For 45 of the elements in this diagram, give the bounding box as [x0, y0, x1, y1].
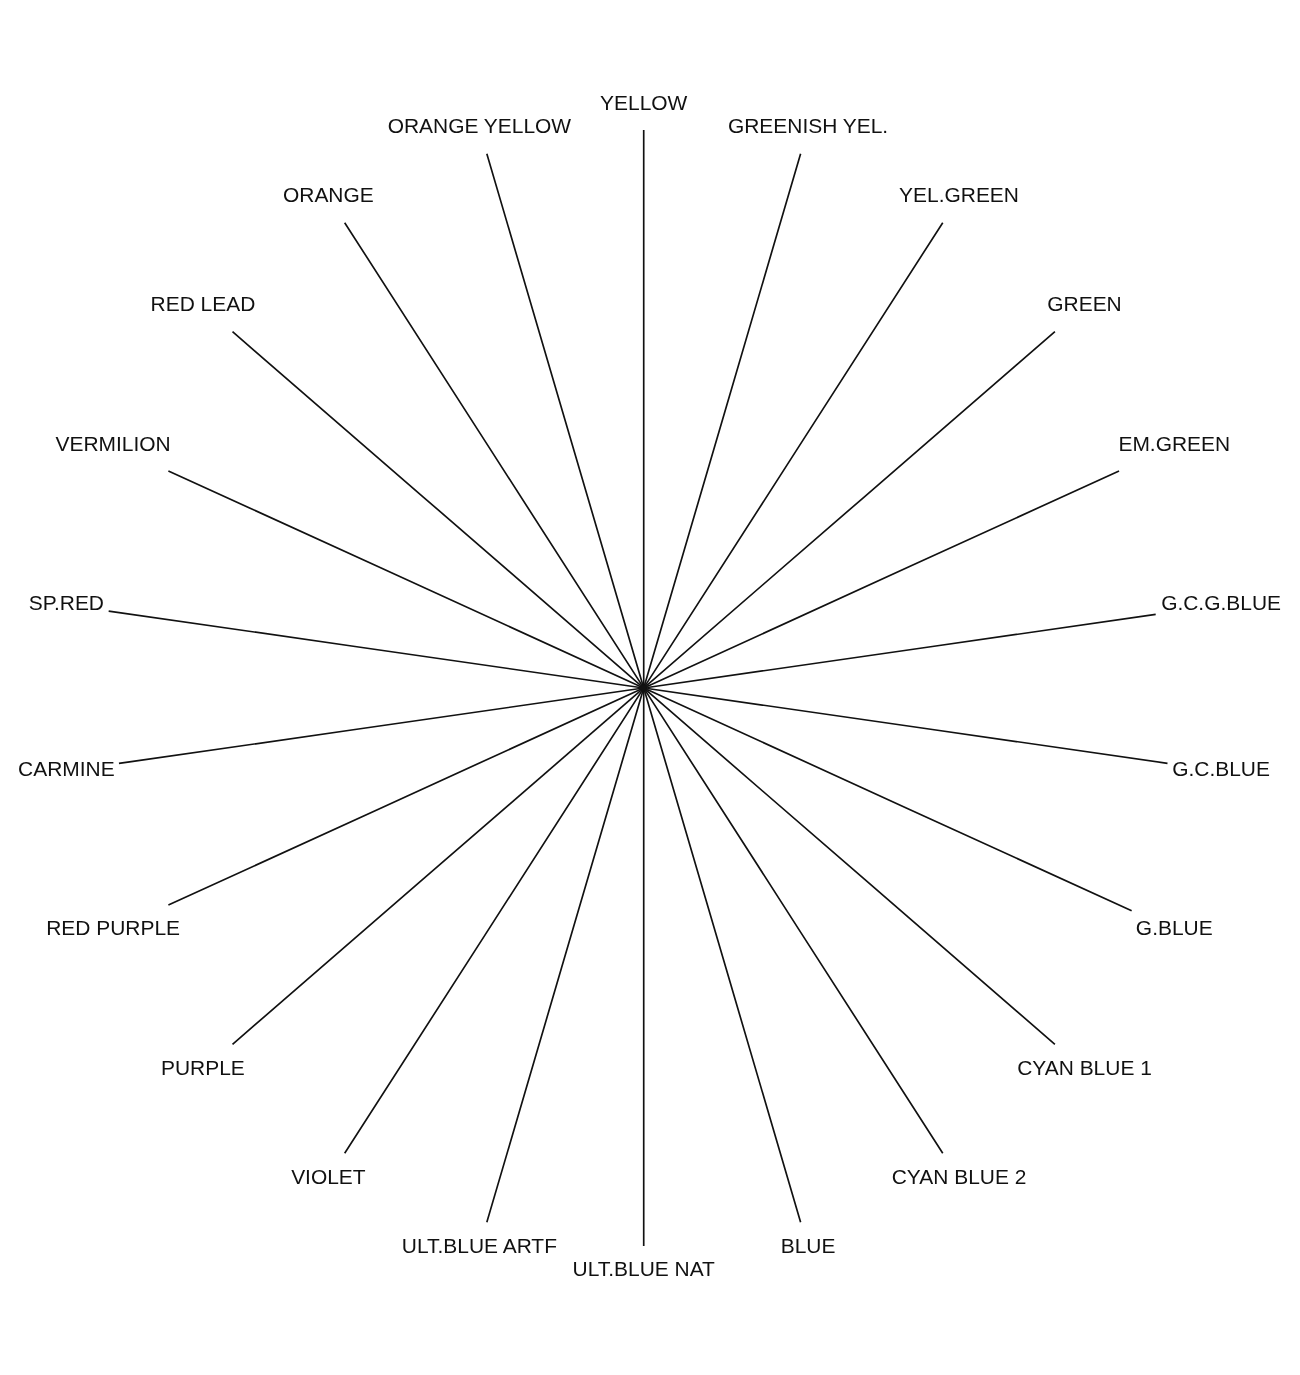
node-text: CYAN BLUE 2: [891, 1164, 1027, 1188]
node-text: GREENISH YEL.: [727, 113, 889, 137]
connector: [643, 152, 802, 685]
node-text: VERMILION: [55, 431, 171, 455]
connector: [118, 687, 641, 764]
node-text: BLUE: [780, 1233, 836, 1257]
node-text: ORANGE YELLOW: [387, 113, 572, 137]
node-text: G.C.BLUE: [1172, 756, 1270, 780]
connector: [645, 689, 1056, 1045]
node-text: CARMINE: [18, 756, 115, 780]
node-text: CYAN BLUE 1: [1017, 1055, 1152, 1079]
connector: [167, 469, 642, 687]
connector: [645, 330, 1056, 686]
node-text: ULT.BLUE ARTF: [401, 1233, 557, 1257]
node-text: G.C.G.BLUE: [1161, 590, 1281, 614]
connector: [644, 221, 944, 686]
node-text: RED LEAD: [150, 291, 256, 315]
connector: [646, 613, 1157, 688]
connector: [643, 690, 802, 1223]
connector: [646, 469, 1120, 687]
connector: [486, 152, 644, 685]
connector: [231, 330, 642, 686]
node-text: VIOLET: [291, 1164, 366, 1188]
connector: [646, 688, 1133, 912]
connector: [167, 688, 642, 906]
connector: [107, 609, 641, 688]
node-text: SP.RED: [28, 590, 105, 614]
node-text: G.BLUE: [1135, 915, 1213, 939]
connector: [343, 221, 643, 686]
node-text: PURPLE: [161, 1055, 245, 1079]
node-point: [639, 683, 648, 692]
node-text: ULT.BLUE NAT: [572, 1256, 715, 1280]
connector: [486, 690, 644, 1223]
connector: [642, 128, 645, 685]
node-text: GREEN: [1047, 291, 1122, 315]
connector: [343, 689, 643, 1154]
connector: [642, 690, 645, 1247]
connector: [644, 689, 944, 1154]
node-text: YELLOW: [600, 90, 688, 114]
node-text: RED PURPLE: [46, 915, 181, 939]
node-text: YEL.GREEN: [899, 182, 1019, 206]
node-text: EM.GREEN: [1118, 431, 1231, 455]
node-text: ORANGE: [283, 182, 374, 206]
connector: [231, 689, 642, 1045]
connector: [646, 687, 1169, 764]
